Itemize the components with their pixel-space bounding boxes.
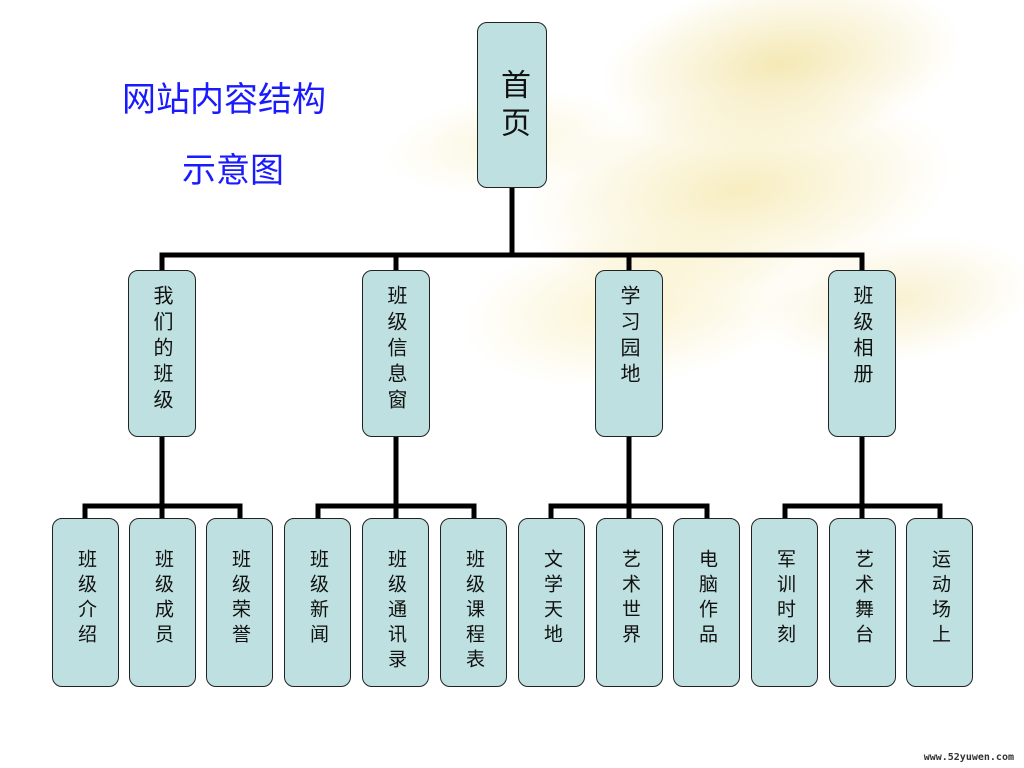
node-label: 班级介绍 bbox=[75, 549, 97, 649]
node-leaf: 艺术舞台 bbox=[829, 518, 896, 687]
watermark-text: www.52yuwen.com bbox=[923, 752, 1014, 763]
node-label: 文学天地 bbox=[541, 549, 563, 649]
node-label: 电脑作品 bbox=[696, 549, 718, 649]
node-label: 艺术舞台 bbox=[852, 549, 874, 649]
node-root-homepage: 首页 bbox=[477, 22, 547, 188]
diagram-title-line2: 示意图 bbox=[182, 151, 284, 191]
node-label: 军训时刻 bbox=[774, 549, 796, 649]
node-leaf: 艺术世界 bbox=[596, 518, 663, 687]
node-leaf: 班级通讯录 bbox=[362, 518, 429, 687]
node-section-class-info: 班级信息窗 bbox=[362, 270, 430, 437]
node-leaf: 班级介绍 bbox=[52, 518, 119, 687]
node-leaf: 班级新闻 bbox=[284, 518, 351, 687]
node-label: 艺术世界 bbox=[619, 549, 641, 649]
node-section-study-garden: 学习园地 bbox=[595, 270, 663, 437]
node-label: 班级新闻 bbox=[307, 549, 329, 649]
node-label: 班级成员 bbox=[152, 549, 174, 649]
node-label: 班级课程表 bbox=[463, 549, 485, 674]
node-leaf: 班级课程表 bbox=[440, 518, 507, 687]
node-label: 班级相册 bbox=[850, 285, 874, 389]
node-label: 班级信息窗 bbox=[384, 285, 408, 415]
node-leaf: 班级成员 bbox=[129, 518, 196, 687]
node-leaf: 文学天地 bbox=[518, 518, 585, 687]
node-label: 运动场上 bbox=[929, 549, 951, 649]
diagram-title-line1: 网站内容结构 bbox=[122, 80, 326, 120]
node-leaf: 运动场上 bbox=[906, 518, 973, 687]
node-leaf: 班级荣誉 bbox=[206, 518, 273, 687]
node-section-class-album: 班级相册 bbox=[828, 270, 896, 437]
node-label: 班级荣誉 bbox=[229, 549, 251, 649]
node-label: 班级通讯录 bbox=[385, 549, 407, 674]
node-leaf: 军训时刻 bbox=[751, 518, 818, 687]
node-label: 首页 bbox=[495, 69, 530, 145]
node-leaf: 电脑作品 bbox=[673, 518, 740, 687]
node-label: 我们的班级 bbox=[150, 285, 174, 415]
node-label: 学习园地 bbox=[617, 285, 641, 389]
node-section-our-class: 我们的班级 bbox=[128, 270, 196, 437]
